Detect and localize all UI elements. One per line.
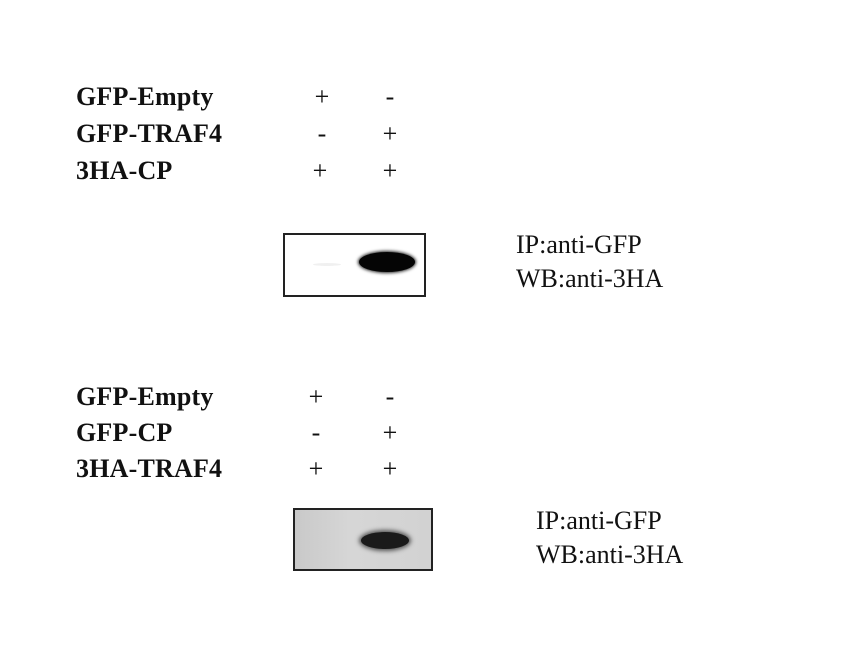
- western-blot-image: [293, 508, 433, 571]
- lane1-sign: +: [314, 82, 330, 111]
- caption-wb: WB:anti-3HA: [516, 264, 664, 293]
- row-label: GFP-Empty: [76, 382, 214, 411]
- lane2-sign: +: [382, 119, 398, 148]
- lane1-sign: -: [311, 418, 321, 447]
- lane1-sign: -: [317, 119, 327, 148]
- lane2-sign: -: [385, 82, 395, 111]
- row-label: 3HA-CP: [76, 156, 173, 185]
- caption-ip: IP:anti-GFP: [516, 230, 642, 259]
- blot-band-lane2: [359, 252, 415, 272]
- lane2-sign: -: [385, 382, 395, 411]
- blot-band-lane1: [313, 263, 341, 266]
- western-blot-image: [283, 233, 426, 297]
- row-label: GFP-TRAF4: [76, 119, 223, 148]
- lane2-sign: +: [382, 454, 398, 483]
- lane2-sign: +: [382, 418, 398, 447]
- caption-wb: WB:anti-3HA: [536, 540, 684, 569]
- lane1-sign: +: [312, 156, 328, 185]
- row-label: 3HA-TRAF4: [76, 454, 223, 483]
- row-label: GFP-Empty: [76, 82, 214, 111]
- blot-band-lane2: [361, 532, 409, 549]
- lane1-sign: +: [308, 382, 324, 411]
- lane2-sign: +: [382, 156, 398, 185]
- lane1-sign: +: [308, 454, 324, 483]
- row-label: GFP-CP: [76, 418, 173, 447]
- caption-ip: IP:anti-GFP: [536, 506, 662, 535]
- blot-caption: IP:anti-GFP WB:anti-3HA: [536, 504, 683, 572]
- blot-caption: IP:anti-GFP WB:anti-3HA: [516, 228, 663, 296]
